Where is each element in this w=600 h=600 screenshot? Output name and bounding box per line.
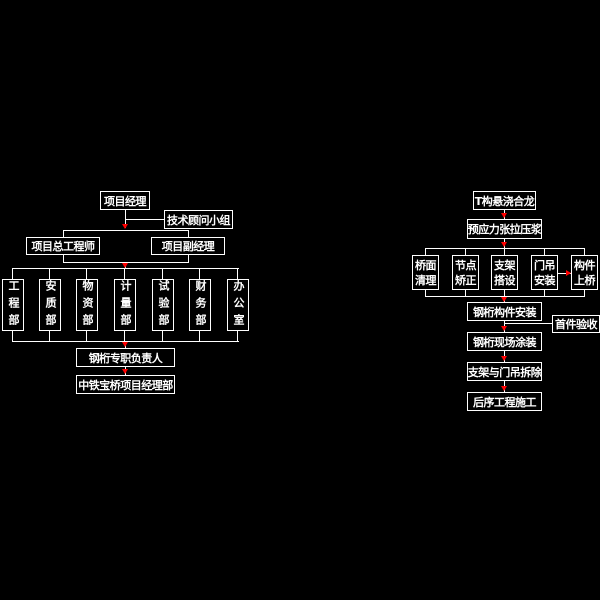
arrow-icon — [501, 356, 507, 361]
connector — [504, 248, 505, 255]
arrow-icon — [501, 386, 507, 391]
connector — [49, 268, 50, 279]
step-box-3: 钢桁构件安装 — [467, 302, 542, 321]
steel-truss-lead-box: 钢桁专职负责人 — [76, 348, 175, 367]
arrow-icon — [501, 242, 507, 247]
task-label-line: 桥面 — [415, 258, 437, 272]
step-box-4: 钢桁现场涂装 — [467, 332, 542, 351]
step-box-5: 支架与门吊拆除 — [467, 362, 542, 381]
arrow-icon — [501, 213, 507, 218]
connector — [86, 331, 87, 341]
task-label-line: 支架 — [494, 258, 516, 272]
task-label-line: 清理 — [415, 273, 437, 287]
arrow-icon — [501, 297, 507, 302]
connector — [199, 268, 200, 279]
connector — [425, 290, 426, 296]
manager-box: 项目经理 — [100, 191, 150, 210]
connector — [124, 331, 125, 341]
department-label: 安质部 — [44, 279, 57, 331]
task-label-line: 矫正 — [455, 273, 477, 287]
department-box: 物资部 — [76, 279, 98, 331]
connector — [162, 331, 163, 341]
parallel-task-box: 门吊安装 — [531, 255, 558, 290]
connector — [86, 268, 87, 279]
connector — [12, 268, 13, 279]
step-box-6: 后序工程施工 — [467, 392, 542, 411]
chief-engineer-box: 项目总工程师 — [26, 237, 100, 255]
connector — [188, 255, 189, 262]
connector — [504, 290, 505, 296]
connector — [425, 296, 585, 297]
connector — [63, 230, 189, 231]
connector — [162, 268, 163, 279]
connector — [199, 331, 200, 341]
department-box: 安质部 — [39, 279, 61, 331]
connector — [63, 262, 189, 263]
connector — [584, 248, 585, 255]
department-label: 办公室 — [232, 279, 245, 331]
connector — [12, 268, 239, 269]
connector — [188, 230, 189, 237]
connector — [12, 331, 13, 341]
connector — [124, 268, 125, 279]
task-label-line: 安装 — [534, 273, 556, 287]
task-label-line: 上桥 — [574, 273, 596, 287]
inspection-box: 首件验收 — [552, 315, 600, 333]
connector — [544, 290, 545, 296]
parallel-task-box: 节点矫正 — [452, 255, 479, 290]
arrow-icon — [122, 263, 128, 268]
task-label-line: 节点 — [455, 258, 477, 272]
department-label: 财务部 — [194, 279, 207, 331]
connector — [544, 248, 545, 255]
connector — [465, 248, 466, 255]
arrow-icon — [122, 342, 128, 347]
deputy-manager-box: 项目副经理 — [151, 237, 225, 255]
task-label-line: 搭设 — [494, 273, 516, 287]
task-label-line: 构件 — [574, 258, 596, 272]
connector — [504, 323, 552, 324]
task-label-line: 门吊 — [534, 258, 556, 272]
department-box: 计量部 — [114, 279, 136, 331]
connector — [584, 290, 585, 296]
step-box-2: 预应力张拉压浆 — [467, 219, 542, 239]
parallel-task-box: 桥面清理 — [412, 255, 439, 290]
connector — [237, 331, 238, 341]
arrow-icon — [122, 224, 128, 229]
department-box: 办公室 — [227, 279, 249, 331]
advisory-box: 技术顾问小组 — [164, 210, 233, 229]
connector — [465, 290, 466, 296]
parallel-task-box: 构件上桥 — [571, 255, 598, 290]
connector — [49, 331, 50, 341]
connector — [557, 273, 571, 274]
department-label: 工程部 — [7, 279, 20, 331]
department-label: 物资部 — [81, 279, 94, 331]
connector — [63, 230, 64, 237]
step-box-1: T构悬浇合龙 — [473, 191, 536, 210]
connector — [125, 219, 164, 220]
arrow-icon — [122, 369, 128, 374]
department-box: 试验部 — [152, 279, 174, 331]
connector — [425, 248, 585, 249]
arrow-icon — [566, 270, 571, 276]
connector — [237, 268, 238, 279]
connector — [63, 255, 64, 262]
department-label: 试验部 — [157, 279, 170, 331]
connector — [425, 248, 426, 255]
department-box: 财务部 — [189, 279, 211, 331]
department-label: 计量部 — [119, 279, 132, 331]
project-dept-box: 中铁宝桥项目经理部 — [76, 375, 175, 394]
arrow-icon — [501, 326, 507, 331]
parallel-task-box: 支架搭设 — [491, 255, 518, 290]
department-box: 工程部 — [2, 279, 24, 331]
